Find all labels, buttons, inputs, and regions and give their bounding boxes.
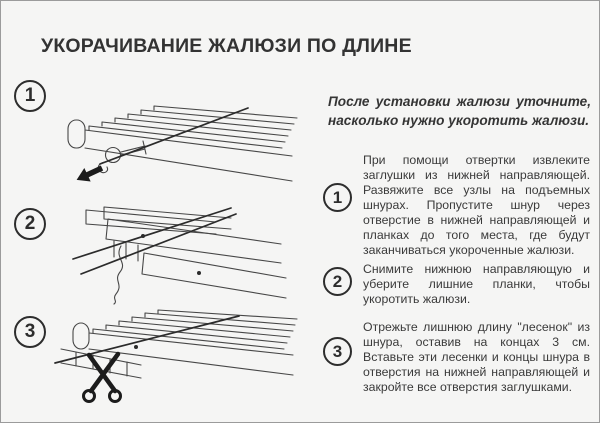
page-title: УКОРАЧИВАНИЕ ЖАЛЮЗИ ПО ДЛИНЕ bbox=[41, 35, 412, 57]
arrow-icon bbox=[76, 165, 104, 182]
scissors-icon bbox=[82, 351, 122, 403]
figure-1-blinds-plug-removal-drawing bbox=[67, 105, 298, 182]
step-3-number: 3 bbox=[323, 337, 352, 366]
step-1-number: 1 bbox=[323, 183, 352, 212]
step-1-text: При помощи отвертки извлеките заглушки и… bbox=[363, 153, 590, 257]
step-3-text: Отрежьте лишнюю длину "лесенок" из шнура… bbox=[363, 320, 590, 394]
step-2-number: 2 bbox=[323, 267, 352, 296]
figure-2-number: 2 bbox=[14, 208, 46, 240]
figure-3-cutting-cords-drawing bbox=[54, 309, 298, 403]
figure-2-rail-removed-drawing bbox=[72, 206, 287, 305]
step-2-text: Снимите нижнюю направляющую и уберите ли… bbox=[363, 262, 590, 306]
intro-note: После установки жалюзи уточните, насколь… bbox=[328, 94, 591, 128]
figure-1-number: 1 bbox=[14, 80, 46, 112]
figure-3-number: 3 bbox=[14, 316, 46, 348]
